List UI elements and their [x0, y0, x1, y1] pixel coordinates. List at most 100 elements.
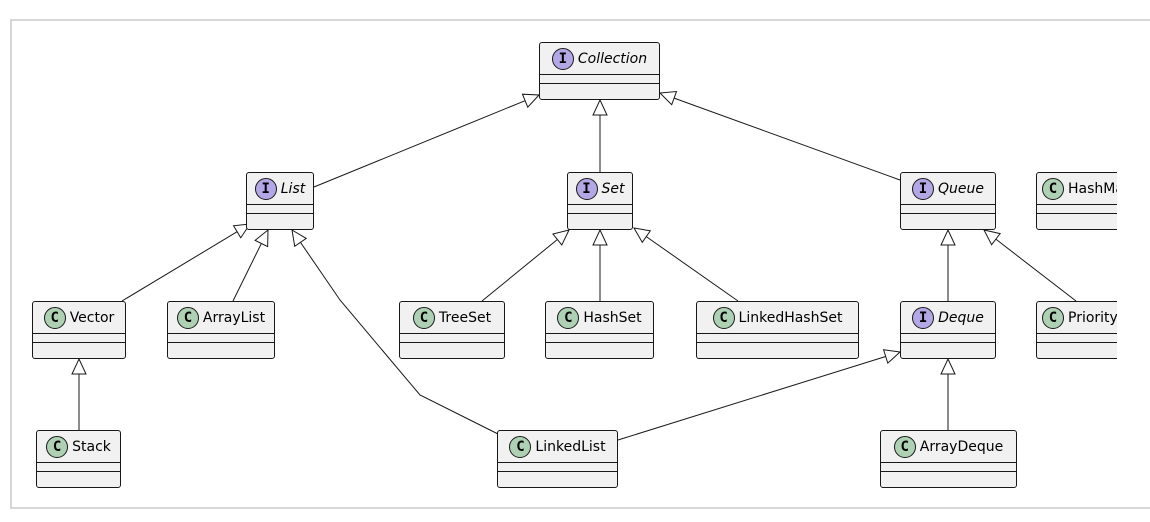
node-label: PriorityQueue: [1068, 309, 1117, 326]
generalization-arrowhead: [940, 228, 956, 246]
node-label: ArrayDeque: [919, 438, 1004, 455]
interface-icon: I: [254, 177, 277, 200]
node-label: ArrayList: [202, 309, 266, 326]
attributes-compartment: [901, 204, 995, 213]
class-icon: C: [893, 435, 916, 458]
attributes-compartment: [498, 462, 617, 471]
edge-line: [121, 231, 238, 302]
node-label: HashSet: [583, 309, 642, 326]
node-label: Vector: [69, 309, 115, 326]
methods-compartment: [1037, 213, 1117, 222]
class-icon: C: [176, 306, 199, 329]
interface-icon: I: [575, 177, 598, 200]
methods-compartment: [901, 213, 995, 222]
attributes-compartment: [546, 333, 653, 342]
methods-compartment: [901, 342, 995, 351]
edge-linkedlist-extends-list: [291, 229, 501, 436]
node-priorityqueue[interactable]: CPriorityQueue: [1036, 301, 1117, 359]
edge-linkedlist-extends-deque: [617, 349, 902, 441]
methods-compartment: [498, 471, 617, 480]
attributes-compartment: [568, 204, 632, 213]
methods-compartment: [697, 342, 858, 351]
edge-line: [300, 242, 501, 436]
node-label: LinkedHashSet: [738, 309, 843, 326]
generalization-arrowhead: [552, 229, 570, 246]
edge-list-extends-collection: [313, 93, 541, 188]
generalization-arrowhead: [521, 93, 541, 109]
methods-compartment: [540, 83, 659, 92]
edge-line: [617, 355, 886, 441]
attributes-compartment: [540, 74, 659, 83]
attributes-compartment: [247, 204, 313, 213]
methods-compartment: [37, 471, 120, 480]
class-icon: C: [557, 306, 580, 329]
attributes-compartment: [1037, 333, 1117, 342]
attributes-compartment: [1037, 204, 1117, 213]
generalization-arrowhead: [983, 229, 1002, 246]
inheritance-edges: [71, 90, 1077, 441]
node-label: HashMap: [1068, 180, 1117, 197]
node-label: Stack: [72, 438, 111, 455]
methods-compartment: [400, 342, 504, 351]
node-label: TreeSet: [438, 309, 492, 326]
methods-compartment: [546, 342, 653, 351]
edge-hashset-extends-set: [592, 228, 608, 301]
class-icon: C: [1042, 306, 1064, 329]
edge-vector-extends-list: [121, 223, 252, 302]
class-icon: C: [1042, 177, 1064, 200]
generalization-arrowhead: [291, 229, 308, 248]
edge-deque-extends-queue: [940, 228, 956, 301]
diagram-frame: [10, 19, 1150, 509]
methods-compartment: [568, 213, 632, 222]
edge-set-extends-collection: [592, 98, 608, 172]
generalization-arrowhead: [633, 227, 652, 244]
methods-compartment: [881, 471, 1016, 480]
edge-line: [232, 243, 262, 302]
interface-icon: I: [912, 306, 935, 329]
edge-queue-extends-collection: [658, 90, 901, 181]
interface-icon: I: [551, 47, 574, 70]
edge-treeset-extends-set: [481, 229, 570, 302]
edge-stack-extends-vector: [71, 357, 87, 430]
edge-linkedhashset-extends-set: [633, 227, 739, 302]
generalization-arrowhead: [592, 98, 608, 116]
node-label: Set: [601, 180, 625, 197]
node-hashmap[interactable]: CHashMap: [1036, 172, 1117, 230]
generalization-arrowhead: [658, 90, 678, 106]
generalization-arrowhead: [71, 357, 87, 375]
edge-line: [673, 97, 901, 181]
edge-line: [481, 239, 558, 302]
generalization-arrowhead: [940, 357, 956, 375]
edge-line: [645, 236, 739, 302]
attributes-compartment: [168, 333, 274, 342]
generalization-arrowhead: [232, 223, 252, 239]
node-label: LinkedList: [535, 438, 606, 455]
methods-compartment: [247, 213, 313, 222]
attributes-compartment: [33, 333, 125, 342]
node-label: List: [280, 180, 306, 197]
attributes-compartment: [400, 333, 504, 342]
edge-line: [313, 100, 526, 188]
class-icon: C: [712, 306, 735, 329]
attributes-compartment: [881, 462, 1016, 471]
methods-compartment: [168, 342, 274, 351]
interface-icon: I: [912, 177, 934, 200]
methods-compartment: [1037, 342, 1117, 351]
node-label: Collection: [577, 50, 648, 67]
generalization-arrowhead: [882, 349, 902, 365]
